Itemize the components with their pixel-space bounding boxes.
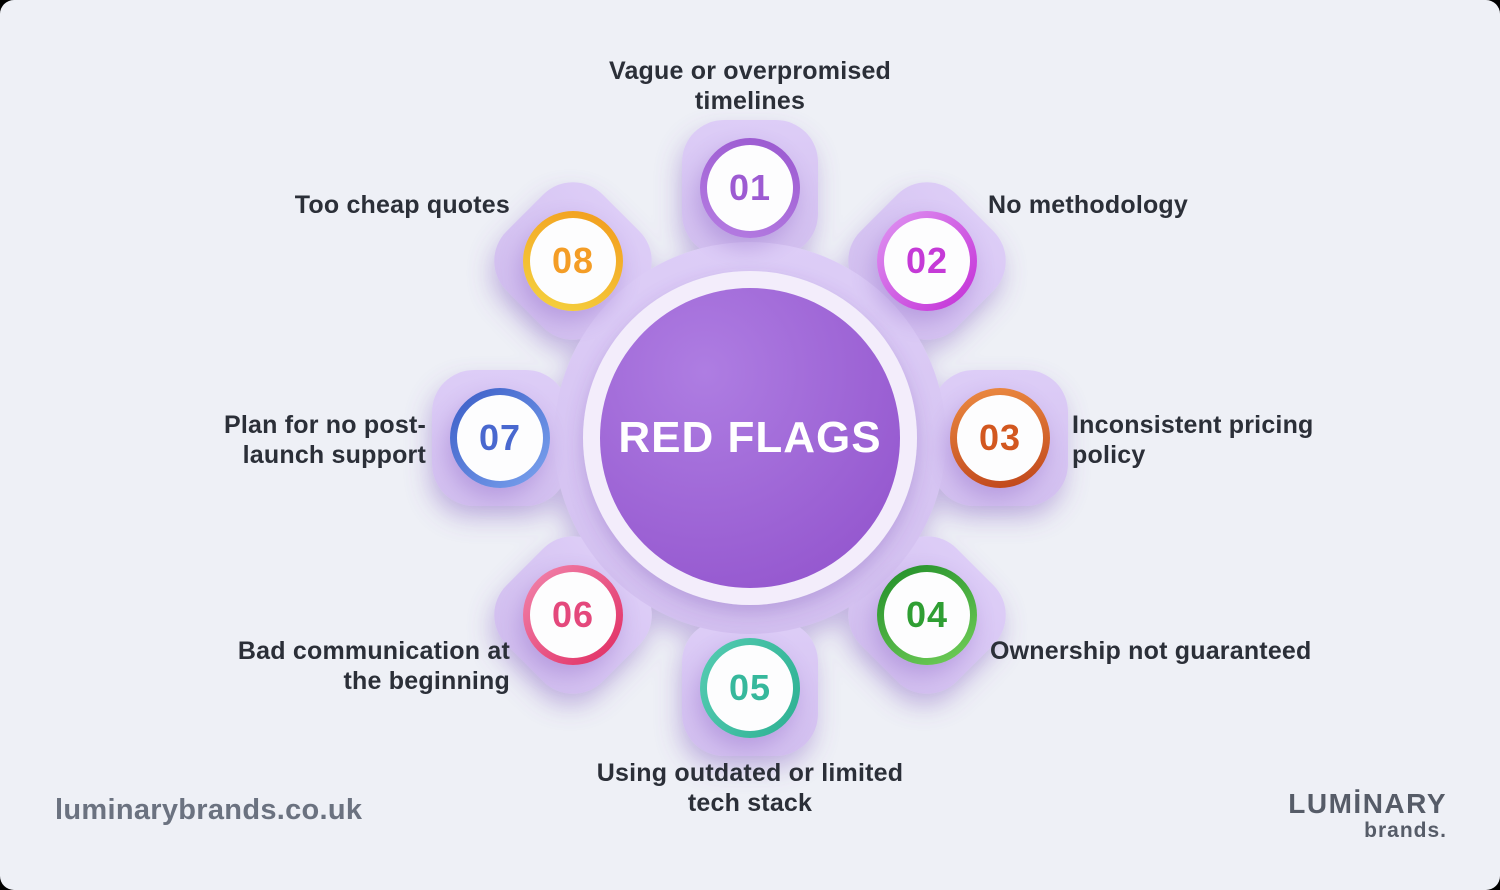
website-url: luminarybrands.co.uk	[55, 794, 363, 826]
step-number-03: 03	[978, 417, 1022, 458]
step-number-02: 02	[905, 240, 949, 281]
step-label-04-line1: Ownership not guaranteed	[990, 637, 1312, 665]
step-label-05: Using outdated or limited tech stack	[560, 758, 940, 818]
step-label-06: Bad communication at the beginning	[238, 636, 510, 696]
step-label-08-line1: Too cheap quotes	[294, 191, 510, 219]
step-number-06: 06	[551, 594, 595, 635]
step-label-07-line1: Plan for no post-	[224, 411, 426, 439]
step-number-08: 08	[551, 240, 595, 281]
center-disc	[600, 288, 900, 588]
luminary-brands-logo: LUMİNARY brands.	[1288, 788, 1447, 843]
step-label-04: Ownership not guaranteed	[990, 636, 1312, 666]
step-label-01-line1: Vague or overpromised	[608, 57, 892, 85]
step-label-01: Vague or overpromised timelines	[560, 56, 940, 116]
step-label-08: Too cheap quotes	[295, 190, 510, 220]
step-circle-08: 08	[523, 211, 623, 311]
step-label-03-line2: policy	[1072, 441, 1146, 469]
step-number-05: 05	[728, 667, 772, 708]
step-circle-07: 07	[450, 388, 550, 488]
step-label-03: Inconsistent pricing policy	[1072, 410, 1314, 470]
center-title: RED FLAGS	[618, 413, 882, 462]
step-circle-05: 05	[700, 638, 800, 738]
step-circle-02: 02	[877, 211, 977, 311]
logo-subtext: brands.	[1364, 819, 1447, 842]
step-label-06-line2: the beginning	[343, 667, 510, 695]
step-label-02-line1: No methodology	[988, 191, 1189, 219]
step-number-07: 07	[478, 417, 522, 458]
step-label-02: No methodology	[988, 190, 1188, 220]
step-circle-01: 01	[700, 138, 800, 238]
step-circle-06: 06	[523, 565, 623, 665]
step-circle-04: 04	[877, 565, 977, 665]
step-label-06-line1: Bad communication at	[237, 637, 510, 665]
step-number-01: 01	[728, 167, 772, 208]
step-label-07-line2: launch support	[242, 441, 426, 469]
step-number-04: 04	[905, 594, 949, 635]
step-label-03-line1: Inconsistent pricing	[1072, 411, 1314, 439]
step-circle-03: 03	[950, 388, 1050, 488]
logo-wordmark: LUMİNARY	[1288, 788, 1447, 819]
step-label-05-line2: tech stack	[687, 789, 813, 817]
step-label-07: Plan for no post- launch support	[224, 410, 426, 470]
step-label-05-line1: Using outdated or limited	[596, 759, 904, 787]
step-label-01-line2: timelines	[694, 87, 806, 115]
